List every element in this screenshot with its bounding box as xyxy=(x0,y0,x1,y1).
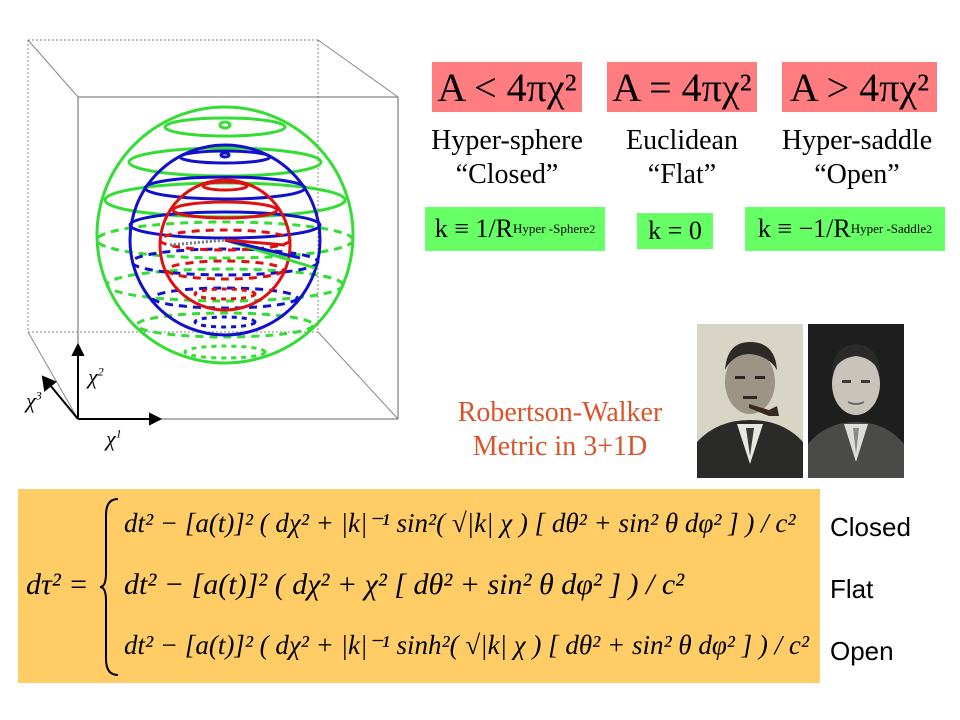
k-closed-sub: Hyper -Sphere xyxy=(513,221,590,236)
area-open-box: A > 4πχ² xyxy=(782,62,937,112)
metric-box xyxy=(18,489,820,683)
red-sphere xyxy=(158,178,292,312)
case-flat-name: Euclidean xyxy=(626,125,738,156)
left-brace xyxy=(99,498,119,676)
radius-arrows xyxy=(169,238,316,270)
axis-label-chi2: χ2 xyxy=(88,364,104,390)
case-open-label: Hyper-saddle “Open” xyxy=(757,124,957,192)
label-flat: Flat xyxy=(830,574,874,604)
metric-row-open-text: dt² − [a(t)]² ( dχ² + |k|⁻¹ sinh²( √|k| … xyxy=(124,630,809,660)
case-closed-tag: “Closed” xyxy=(455,159,559,190)
k-open-sup: 2 xyxy=(926,221,933,236)
metric-row-flat: dt² − [a(t)]² ( dχ² + χ² [ dθ² + sin² θ … xyxy=(124,568,684,602)
metric-title-line2: Metric in 3+1D xyxy=(472,431,648,462)
axis-label-chi1: χ1 xyxy=(106,426,122,452)
k-flat: k = 0 xyxy=(648,216,702,245)
metric-row-closed-text: dt² − [a(t)]² ( dχ² + |k|⁻¹ sin²( √|k| χ… xyxy=(124,508,796,538)
case-flat-tag: “Flat” xyxy=(647,159,717,190)
area-flat: A = 4πχ² xyxy=(612,64,752,110)
axis-chi3-sup: 3 xyxy=(35,388,42,403)
k-open-sub: Hyper -Saddle xyxy=(850,221,927,236)
case-closed-label: Hyper-sphere “Closed” xyxy=(412,124,602,192)
axis-chi1-sup: 1 xyxy=(115,426,122,441)
metric-row-open: dt² − [a(t)]² ( dχ² + |k|⁻¹ sinh²( √|k| … xyxy=(124,630,809,661)
blue-sphere xyxy=(128,143,322,337)
k-flat-box: k = 0 xyxy=(637,213,713,249)
axis-chi3-symbol: χ xyxy=(26,388,36,413)
axis-label-chi3: χ3 xyxy=(26,388,42,414)
metric-lhs: dτ² = xyxy=(26,568,88,602)
k-open: k ≡ −1/R xyxy=(757,214,851,243)
area-open: A > 4πχ² xyxy=(789,64,930,110)
nested-spheres-diagram xyxy=(27,39,399,426)
axis-chi2-sup: 2 xyxy=(97,364,104,379)
area-closed-box: A < 4πχ² xyxy=(432,62,582,112)
axis-chi1-symbol: χ xyxy=(106,426,116,451)
label-closed: Closed xyxy=(830,512,911,542)
k-closed-sup: 2 xyxy=(589,221,596,236)
case-closed-name: Hyper-sphere xyxy=(431,125,583,156)
label-open: Open xyxy=(830,636,894,666)
k-closed: k ≡ 1/R xyxy=(434,214,514,243)
case-flat-label: Euclidean “Flat” xyxy=(592,124,772,192)
area-closed: A < 4πχ² xyxy=(437,64,577,110)
portrait-right xyxy=(808,324,904,478)
cube-wireframe xyxy=(27,39,399,420)
metric-row-flat-text: dt² − [a(t)]² ( dχ² + χ² [ dθ² + sin² θ … xyxy=(124,568,685,601)
axis-arrows xyxy=(41,342,163,426)
metric-title-line1: Robertson-Walker xyxy=(457,397,663,428)
portrait-left xyxy=(697,324,803,478)
metric-lhs-text: dτ² = xyxy=(26,568,89,601)
metric-row-closed: dt² − [a(t)]² ( dχ² + |k|⁻¹ sin²( √|k| χ… xyxy=(124,508,795,539)
area-flat-box: A = 4πχ² xyxy=(607,62,757,112)
case-open-name: Hyper-saddle xyxy=(781,125,933,156)
axis-chi2-symbol: χ xyxy=(88,364,98,389)
metric-title: Robertson-Walker Metric in 3+1D xyxy=(425,396,695,464)
case-open-tag: “Open” xyxy=(814,159,900,190)
